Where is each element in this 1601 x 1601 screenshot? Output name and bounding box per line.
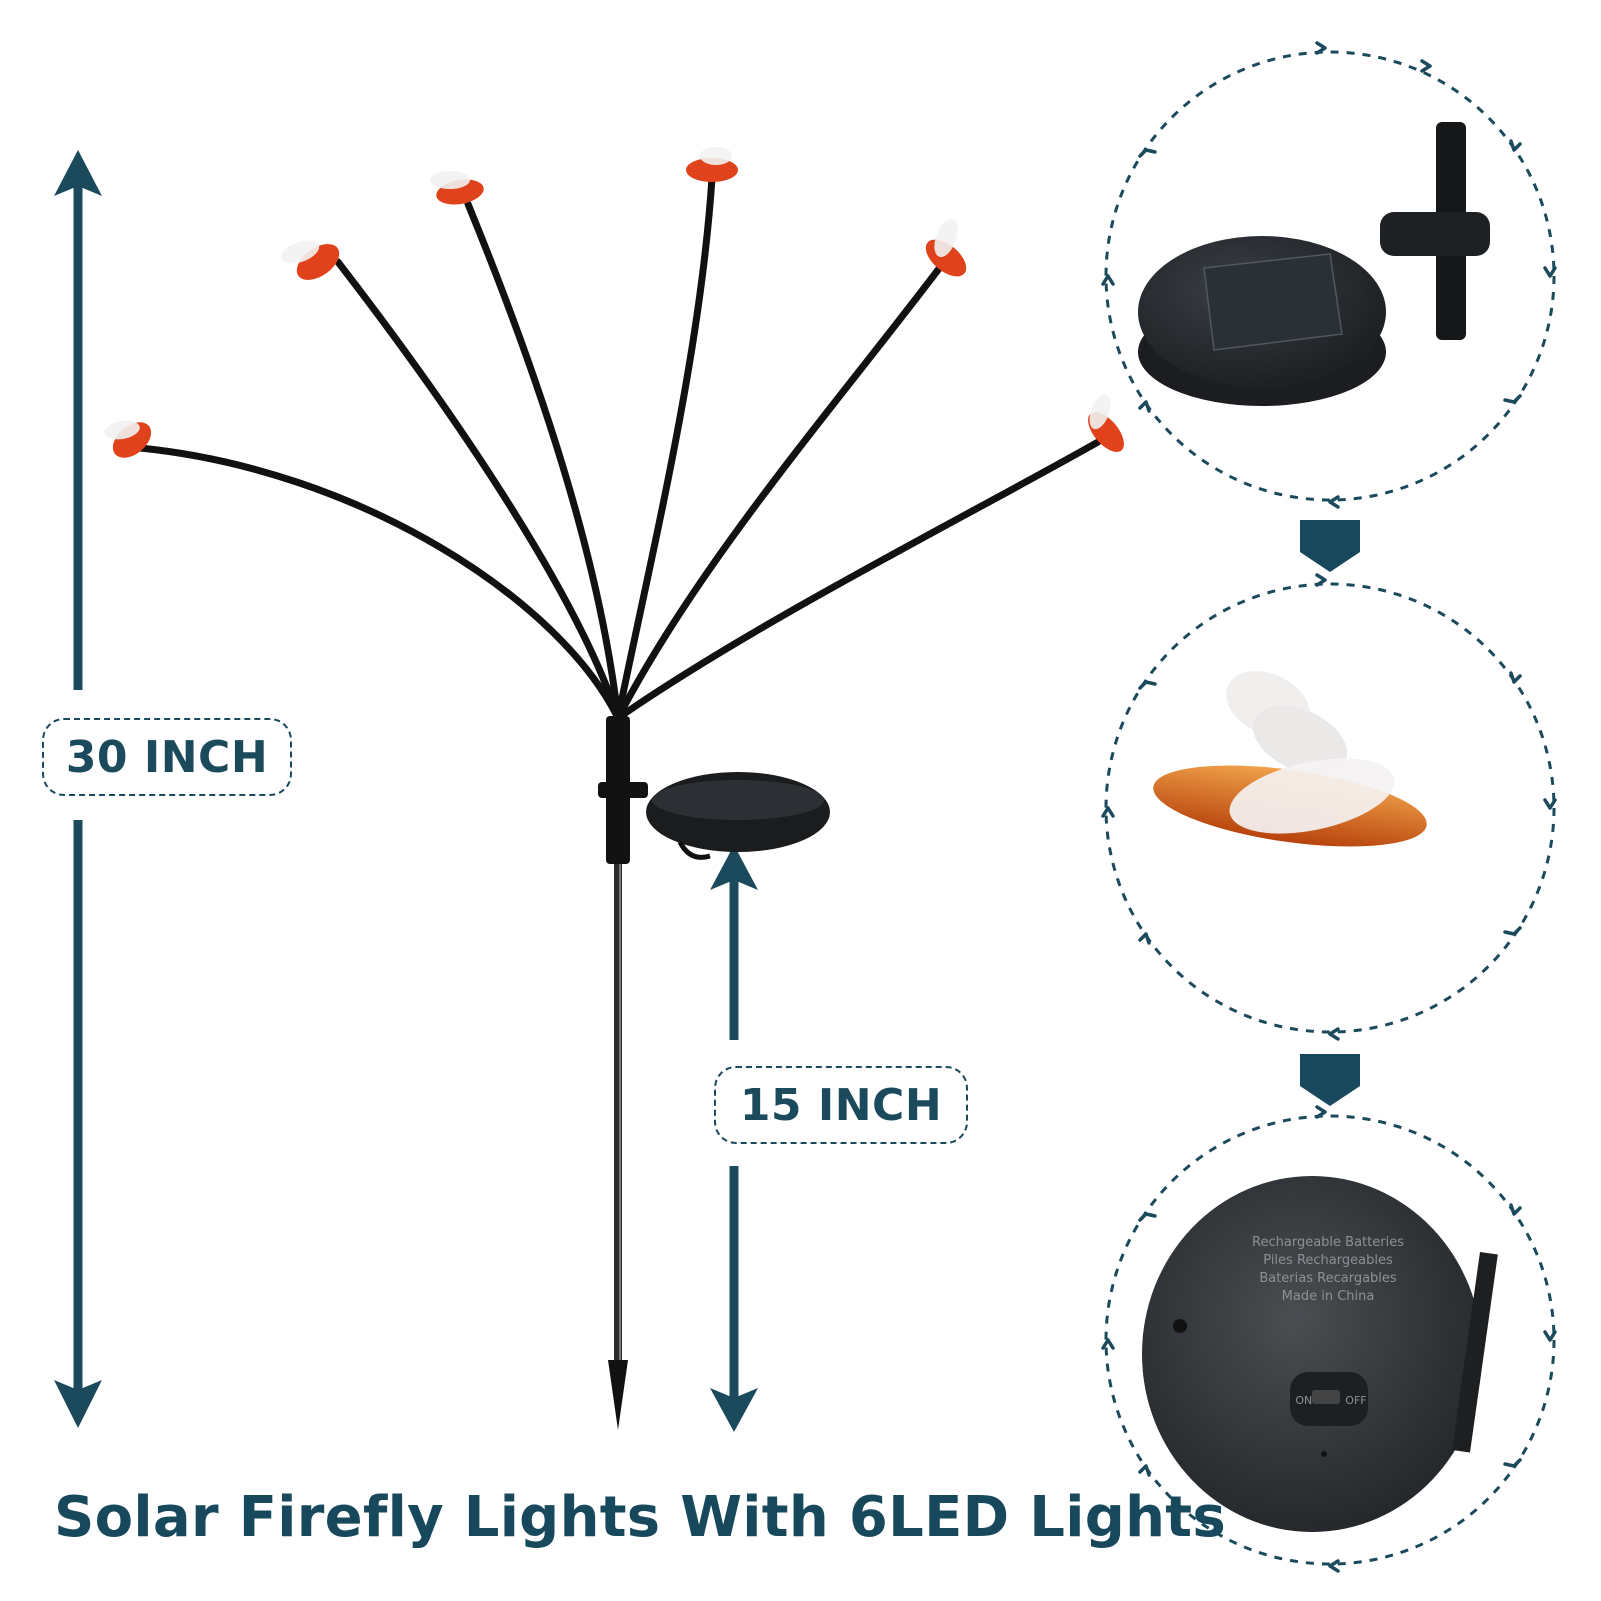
battery-back-closeup (1142, 1176, 1498, 1532)
dashed-circle-frame (1104, 50, 1556, 1566)
stake-height-label: 15 INCH (714, 1066, 968, 1144)
firefly-led (925, 218, 967, 277)
firefly-stems (136, 174, 1102, 722)
solar-panel-closeup (1138, 122, 1490, 406)
product-caption: Solar Firefly Lights With 6LED Lights (54, 1485, 1226, 1550)
battery-line: Piles Rechargeables (1263, 1253, 1393, 1268)
firefly-led (104, 420, 152, 458)
battery-info-text: Rechargeable Batteries Piles Rechargeabl… (1228, 1234, 1428, 1306)
switch-on-label: ON (1295, 1394, 1313, 1407)
battery-line: Made in China (1281, 1289, 1375, 1304)
solar-stake (598, 716, 830, 1430)
double-arrow-vertical-icon (710, 845, 758, 1432)
firefly-led (1088, 394, 1124, 452)
battery-line: Baterias Recargables (1259, 1271, 1397, 1286)
firefly-closeup (1153, 671, 1427, 847)
switch-off-label: OFF (1345, 1394, 1367, 1407)
total-height-label: 30 INCH (42, 718, 292, 796)
firefly-led (430, 171, 484, 205)
firefly-led (280, 240, 340, 280)
chevron-down-icon (1300, 1054, 1360, 1106)
firefly-led (686, 147, 738, 182)
dashed-circle-chevrons (1101, 41, 1557, 1573)
power-switch-label: ON OFF (1286, 1392, 1376, 1410)
battery-line: Rechargeable Batteries (1252, 1235, 1404, 1250)
chevron-down-icon (1300, 520, 1360, 572)
double-arrow-vertical-icon (54, 150, 102, 1428)
